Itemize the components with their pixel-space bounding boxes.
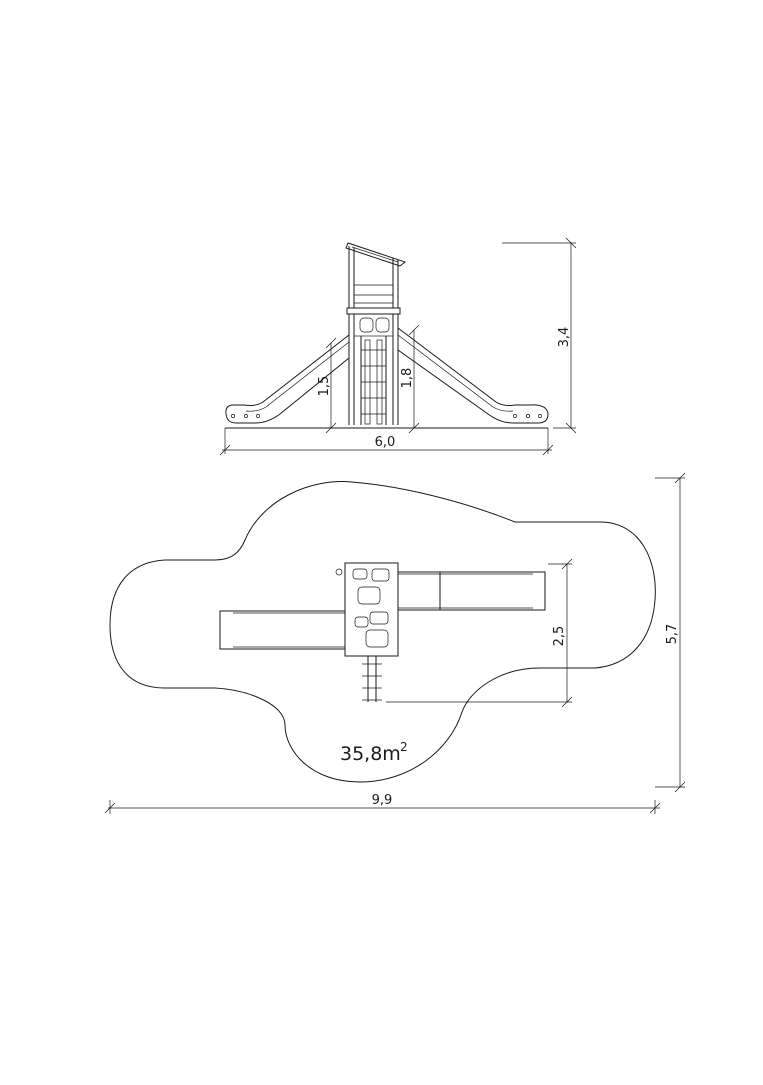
dimension-total-depth-label: 5,7	[665, 624, 680, 645]
dimension-equipment-depth: 2,5	[386, 558, 573, 708]
elevation-view: 3,4 6,0 1,5 1,8	[219, 237, 577, 456]
dimension-total-width: 9,9	[104, 793, 661, 814]
safety-zone-outline	[109, 481, 656, 783]
area-value: 35,8m	[340, 743, 401, 765]
dimension-total-length-label: 6,0	[375, 435, 396, 450]
dimension-right-platform-height-label: 1,8	[400, 368, 415, 389]
tower-elevation	[345, 242, 407, 425]
tower-plan	[335, 562, 399, 657]
right-slide-plan	[397, 571, 546, 611]
dimension-total-height-label: 3,4	[557, 327, 572, 348]
ladder-plan	[362, 656, 382, 702]
left-slide-plan	[219, 610, 348, 650]
dimension-total-length: 6,0	[219, 428, 554, 456]
left-slide-elevation	[225, 334, 350, 424]
dimension-right-platform-height: 1,8	[400, 324, 420, 434]
dimension-left-platform-height-label: 1,5	[317, 376, 332, 397]
area-label: 35,8m 2	[340, 740, 408, 765]
right-slide-elevation	[397, 327, 549, 424]
dimension-equipment-depth-label: 2,5	[552, 626, 567, 647]
dimension-total-width-label: 9,9	[372, 793, 393, 808]
dimension-total-depth: 5,7	[655, 472, 686, 793]
area-exponent: 2	[400, 740, 408, 754]
dimension-total-height: 3,4	[502, 237, 577, 434]
plan-view: 2,5 5,7 9,9 35,8m 2	[104, 472, 686, 814]
dimension-left-platform-height: 1,5	[317, 337, 337, 434]
